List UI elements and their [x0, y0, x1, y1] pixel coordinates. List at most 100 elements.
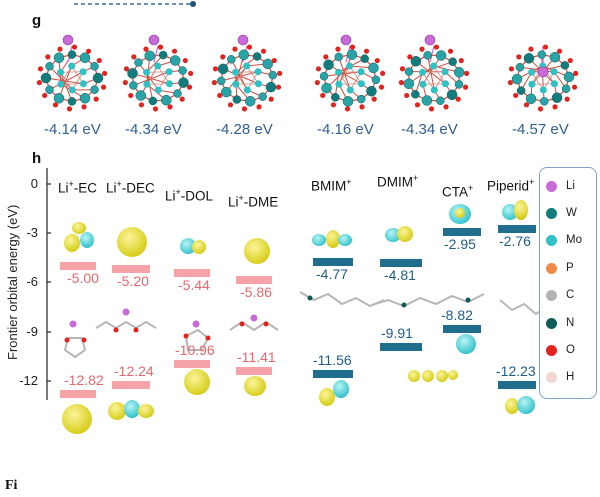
- lumo-isosurface-cta: [447, 200, 477, 230]
- y-axis: [46, 168, 51, 400]
- homo-bar: [60, 390, 96, 399]
- p-atom-icon: [546, 262, 557, 274]
- panel-g-letter: g: [32, 12, 42, 29]
- legend-item-p: P: [546, 260, 574, 276]
- legend-item-n: N: [546, 315, 574, 331]
- y-tick-9: -9: [26, 324, 38, 339]
- lumo-bar: [174, 269, 210, 278]
- cluster-structure-6: [507, 44, 579, 112]
- lumo-bar: [313, 258, 353, 267]
- lumo-value: -4.81: [384, 266, 416, 283]
- y-tick-3: -3: [26, 225, 38, 240]
- lumo-bar: [60, 262, 96, 270]
- lumo-isosurface-dmim: [383, 222, 428, 252]
- lumo-bar: [443, 228, 481, 237]
- homo-value: -10.96: [175, 341, 215, 358]
- lumo-isosurface-li-ec: [60, 220, 100, 260]
- panel-h-letter: h: [32, 150, 42, 167]
- energy-label-2: -4.34 eV: [125, 121, 182, 138]
- lumo-value: -5.00: [67, 270, 99, 286]
- lumo-isosurface-piperid: [500, 196, 540, 228]
- n-atom-icon: [546, 317, 557, 329]
- lumo-value: -5.44: [178, 277, 210, 294]
- li-atom-ec: [69, 320, 77, 328]
- energy-label-3: -4.28 eV: [216, 121, 273, 138]
- li-atom-dme: [250, 314, 258, 322]
- homo-bar: [174, 359, 210, 368]
- homo-value: -11.56: [313, 351, 352, 368]
- cluster-structure-3: [211, 34, 283, 112]
- li-atom-dec: [122, 308, 130, 316]
- y-tick-0: 0: [30, 176, 38, 191]
- homo-bar: [498, 380, 536, 389]
- legend-item-w: W: [546, 205, 577, 221]
- legend: Li W Mo P C N O H: [539, 167, 597, 399]
- panel-g-structures: [36, 34, 579, 112]
- legend-item-mo: Mo: [546, 232, 582, 248]
- homo-isosurface-li-ec: [58, 400, 98, 442]
- homo-bar: [443, 324, 481, 333]
- cluster-structure-1: [36, 34, 108, 112]
- homo-value: -8.82: [441, 306, 473, 323]
- homo-value: -12.24: [114, 362, 154, 379]
- homo-isosurface-dmim: [394, 366, 466, 386]
- homo-isosurface-piperid: [503, 392, 543, 422]
- homo-bar: [112, 380, 150, 389]
- y-tick-6: -6: [26, 274, 38, 289]
- lumo-value: -2.95: [444, 236, 476, 253]
- y-tick-12: -12: [19, 373, 38, 388]
- lumo-bar: [380, 258, 422, 267]
- homo-isosurface-li-dol: [180, 365, 216, 401]
- lumo-isosurface-li-dec: [114, 224, 154, 264]
- category-bmim: BMIM+: [311, 177, 352, 194]
- legend-item-li: Li: [546, 178, 575, 194]
- legend-item-o: O: [546, 342, 575, 358]
- cluster-structure-5: [398, 34, 470, 112]
- homo-value: -9.91: [381, 324, 413, 341]
- footer-text: Fi: [5, 478, 18, 493]
- cluster-structure-2: [122, 34, 194, 112]
- homo-isosurface-li-dec: [104, 396, 164, 426]
- lumo-bar: [498, 225, 536, 234]
- lumo-isosurface-li-dol: [176, 230, 216, 266]
- lumo-value: -2.76: [499, 233, 531, 250]
- energy-label-5: -4.34 eV: [401, 121, 458, 138]
- legend-item-h: H: [546, 369, 574, 385]
- category-dmim: DMIM+: [377, 173, 419, 190]
- homo-bar: [236, 367, 272, 376]
- mo-atom-icon: [546, 234, 557, 246]
- energy-label-1: -4.14 eV: [44, 121, 101, 138]
- lumo-isosurface-li-dme: [240, 234, 280, 270]
- lumo-value: -4.77: [316, 266, 348, 283]
- energy-label-4: -4.16 eV: [317, 121, 374, 138]
- w-atom-icon: [546, 207, 557, 219]
- homo-value: -12.23: [496, 362, 536, 379]
- c-atom-icon: [546, 289, 557, 301]
- lumo-bar: [112, 265, 150, 274]
- lumo-bar: [236, 276, 272, 285]
- lumo-isosurface-bmim: [308, 226, 358, 256]
- cluster-structure-4: [314, 34, 386, 112]
- h-atom-icon: [546, 371, 557, 383]
- homo-isosurface-li-dme: [236, 372, 280, 402]
- category-li-dme: Li+-DME: [228, 193, 279, 210]
- homo-isosurface-cta: [452, 330, 482, 360]
- category-li-dec: Li+-DEC: [106, 179, 155, 196]
- homo-isosurface-bmim: [315, 378, 359, 412]
- category-li-ec: Li+-EC: [58, 179, 98, 196]
- energy-label-6: -4.57 eV: [512, 121, 569, 138]
- homo-bar: [313, 369, 353, 378]
- homo-bar: [380, 342, 422, 351]
- lumo-value: -5.20: [117, 273, 149, 290]
- top-dashed-line: [74, 1, 196, 7]
- li-atom-icon: [546, 180, 557, 192]
- homo-value: -12.82: [64, 372, 104, 389]
- lumo-value: -5.86: [240, 284, 272, 301]
- category-cta: CTA+: [442, 183, 474, 200]
- o-atom-icon: [546, 344, 557, 356]
- category-piperid: Piperid+: [487, 177, 535, 194]
- legend-item-c: C: [546, 287, 574, 303]
- category-li-dol: Li+-DOL: [165, 187, 214, 204]
- homo-value: -11.41: [237, 349, 276, 366]
